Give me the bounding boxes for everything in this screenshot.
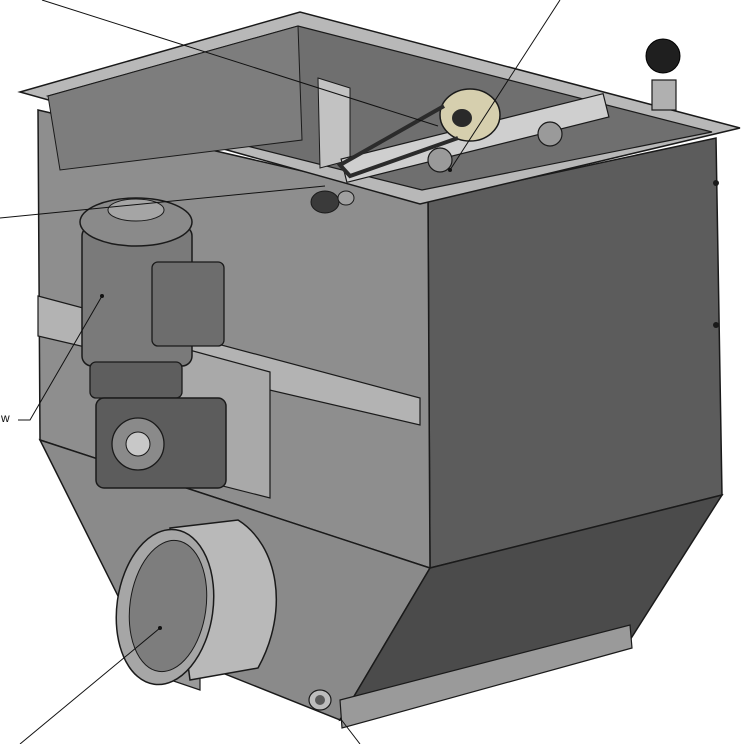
leader-dot — [448, 168, 452, 172]
leader-dot — [100, 294, 104, 298]
leader-outlet — [19, 627, 161, 744]
leader-motor — [18, 295, 103, 421]
leader-lines — [0, 0, 561, 744]
interior-side-bracket — [317, 77, 351, 169]
motor-callout-label: w — [1, 411, 10, 425]
bearing-right — [537, 121, 563, 147]
leader-dot — [158, 626, 162, 630]
hopper-right-side-panel — [427, 137, 723, 569]
gearbox-icon — [95, 397, 227, 489]
motor-icon — [79, 197, 225, 399]
leader-top-right — [449, 0, 561, 171]
side-fitting — [310, 190, 355, 214]
pressure-gauge-icon — [645, 38, 681, 111]
leader-top-left — [41, 0, 439, 127]
drain-fitting — [308, 689, 332, 711]
hopper-base-plate — [339, 624, 633, 729]
panel-bolt — [713, 180, 719, 186]
leader-drain — [339, 717, 361, 744]
bearing-left — [427, 147, 453, 173]
leader-left-inlet — [0, 185, 326, 219]
outlet-pipe — [115, 519, 277, 686]
panel-bolt — [713, 322, 719, 328]
drive-belt — [336, 104, 459, 179]
pulley-icon — [439, 88, 501, 142]
